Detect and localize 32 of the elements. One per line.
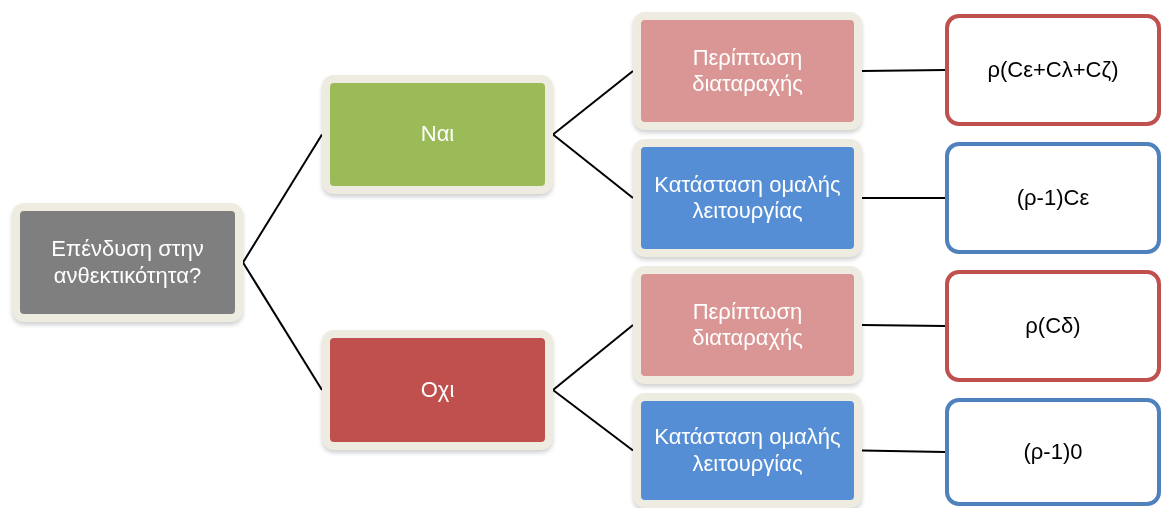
result-box bbox=[945, 270, 1161, 382]
process-box bbox=[633, 139, 862, 257]
connector-line bbox=[861, 197, 946, 199]
process-box bbox=[633, 12, 862, 130]
box-label: Κατάσταση ομαλής λειτουργίας bbox=[653, 171, 842, 225]
process-box bbox=[633, 266, 862, 384]
box-label: (ρ-1)0 bbox=[1023, 438, 1083, 466]
result-box bbox=[945, 398, 1161, 506]
result-box bbox=[945, 14, 1161, 126]
connector-line bbox=[242, 261, 323, 391]
result-box bbox=[945, 142, 1161, 254]
box-label: ρ(Cε+Cλ+Cζ) bbox=[987, 56, 1119, 84]
process-box bbox=[322, 75, 553, 194]
connector-line bbox=[552, 389, 634, 452]
connector-line bbox=[242, 133, 323, 264]
box-label: Περίπτωση διαταραχής bbox=[691, 298, 804, 352]
box-label: Περίπτωση διαταραχής bbox=[691, 44, 804, 98]
connector-line bbox=[861, 69, 946, 72]
box-label: Οχι bbox=[420, 376, 455, 404]
process-box bbox=[12, 203, 243, 322]
connector-line bbox=[552, 70, 634, 136]
connector-line bbox=[861, 449, 946, 453]
process-box bbox=[633, 393, 862, 508]
box-label: Ναι bbox=[420, 121, 455, 148]
connector-line bbox=[552, 133, 634, 199]
box-label: Κατάσταση ομαλής λειτουργίας bbox=[653, 424, 842, 477]
process-box bbox=[322, 330, 553, 450]
box-label: (ρ-1)Cε bbox=[1016, 184, 1090, 212]
box-label: Επένδυση στην ανθεκτικότητα? bbox=[50, 236, 205, 289]
box-label: ρ(Cδ) bbox=[1025, 312, 1081, 340]
connector-line bbox=[861, 324, 946, 327]
connector-line bbox=[552, 324, 634, 391]
